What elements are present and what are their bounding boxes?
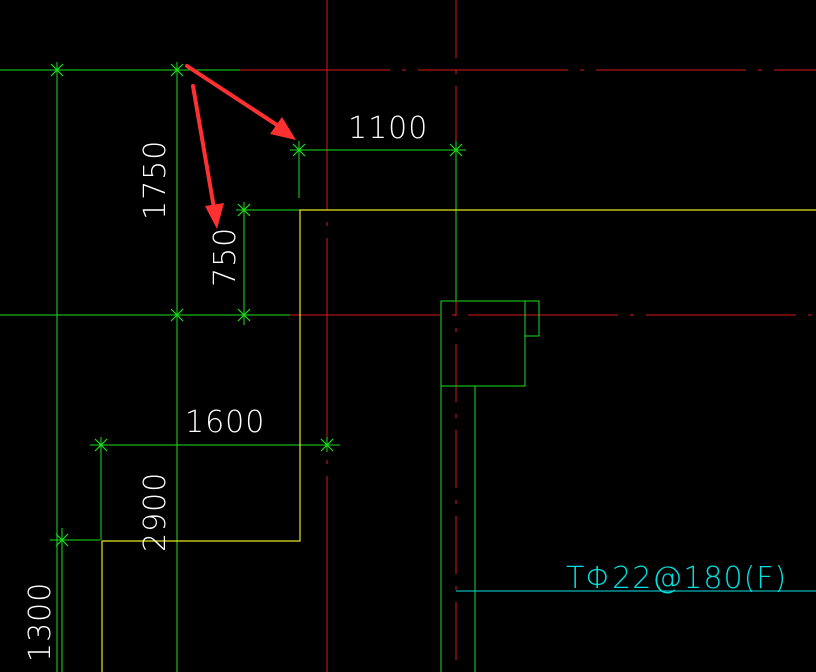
tick-244-315 — [237, 308, 251, 322]
tick-101-445 — [94, 438, 108, 452]
dim-text-750: 750 — [208, 227, 243, 287]
tick-177-315 — [170, 308, 184, 322]
dim-text-1600: 1600 — [185, 405, 265, 440]
dimension-ticks — [50, 63, 463, 547]
rebar-label: TΦ22@180(F) — [566, 561, 787, 596]
column-outline — [440, 300, 526, 387]
dim-text-1300: 1300 — [23, 582, 58, 662]
arrow-to-1100-icon — [185, 64, 296, 140]
arrow-to-750-icon — [191, 84, 224, 229]
tick-456-150 — [449, 143, 463, 157]
tick-299-150 — [292, 143, 306, 157]
tick-327-445 — [320, 438, 334, 452]
axis-lines — [240, 0, 816, 672]
wall-outline — [101, 209, 816, 672]
dim-text-1100: 1100 — [348, 111, 428, 146]
wall-outline-path — [101, 209, 816, 672]
dim-text-1750: 1750 — [138, 140, 173, 220]
tick-57-70 — [50, 63, 64, 77]
dim-text-2900: 2900 — [138, 472, 173, 552]
column-notch — [525, 300, 540, 337]
annotation-arrows — [185, 64, 296, 229]
tick-244-210 — [237, 203, 251, 217]
tick-177-70 — [170, 63, 184, 77]
tick-62-540 — [55, 533, 69, 547]
